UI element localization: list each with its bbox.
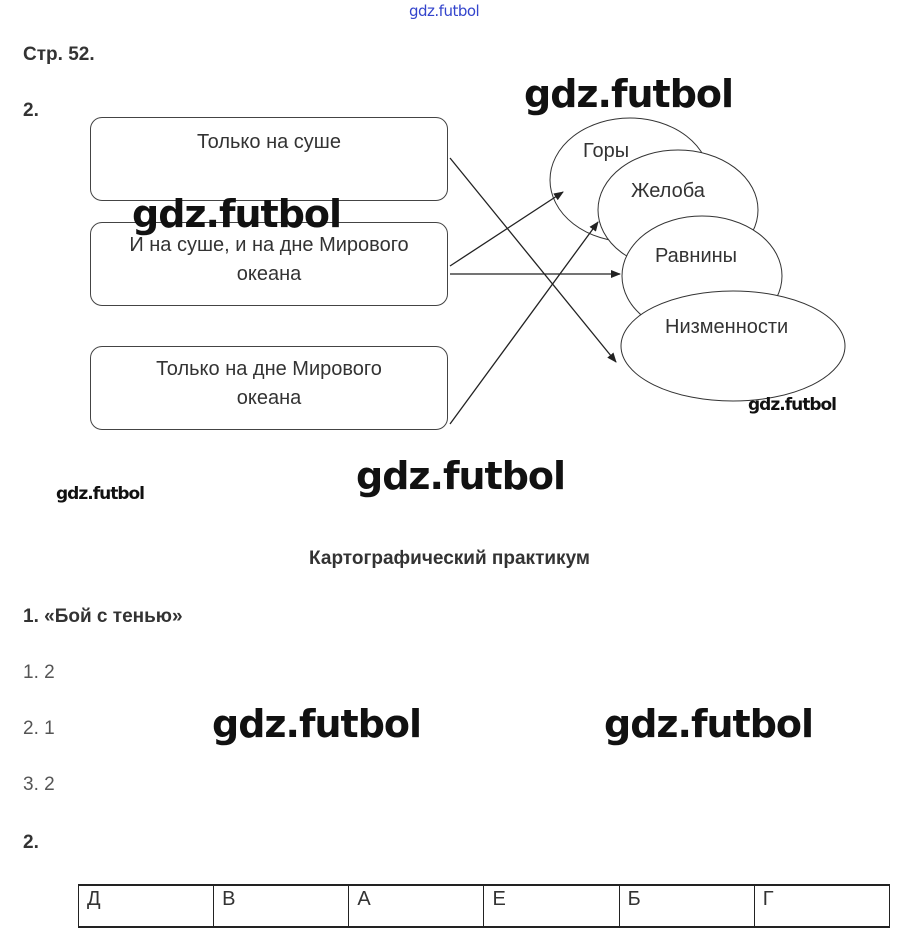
watermark: gdz.futbol	[212, 702, 422, 746]
diagram-lines	[449, 117, 846, 425]
ellipse-label: Низменности	[665, 316, 789, 338]
answer-table: Д В А Е Б Г	[77, 884, 891, 928]
watermark: gdz.futbol	[356, 454, 566, 498]
section-title: Картографический практикум	[309, 548, 590, 569]
box-label: И на суше, и на дне Мирового океана	[129, 234, 409, 285]
box-only-land: Только на суше	[90, 117, 448, 201]
exercise-2-title: 2.	[23, 832, 39, 853]
ellipse-label: Горы	[583, 140, 630, 162]
box-label: Только на суше	[197, 131, 341, 153]
answer-3: 3. 2	[23, 774, 55, 795]
table-cell: В	[213, 884, 350, 928]
table-cell: А	[348, 884, 485, 928]
answer-1: 1. 2	[23, 662, 55, 683]
arrow-suша-nizmennosti	[449, 157, 617, 363]
watermark: gdz.futbol	[748, 395, 837, 415]
table-row: Д В А Е Б Г	[77, 884, 891, 928]
watermark: gdz.futbol	[524, 72, 734, 116]
header-watermark: gdz.futbol	[409, 2, 480, 20]
table-cell: Б	[618, 884, 755, 928]
table-cell: Г	[753, 884, 891, 928]
exercise-1-title: 1. «Бой с тенью»	[23, 606, 183, 627]
arrow-both-gory	[449, 191, 564, 267]
arrow-ocean-zheloba	[449, 221, 599, 425]
page-title: Стр. 52.	[23, 44, 95, 65]
ellipse-label: Равнины	[655, 245, 738, 267]
box-land-and-ocean: И на суше, и на дне Мирового океана	[90, 222, 448, 306]
ellipse-nizmennosti	[620, 290, 846, 402]
table-cell: Д	[77, 884, 215, 928]
box-only-ocean: Только на дне Мирового океана	[90, 346, 448, 430]
watermark: gdz.futbol	[56, 484, 145, 504]
answer-2: 2. 1	[23, 718, 55, 739]
watermark: gdz.futbol	[604, 702, 814, 746]
ellipse-label: Желоба	[631, 180, 705, 202]
table-cell: Е	[483, 884, 620, 928]
watermark: gdz.futbol	[132, 192, 342, 236]
task-2-label: 2.	[23, 100, 39, 121]
box-label: Только на дне Мирового океана	[156, 358, 382, 409]
